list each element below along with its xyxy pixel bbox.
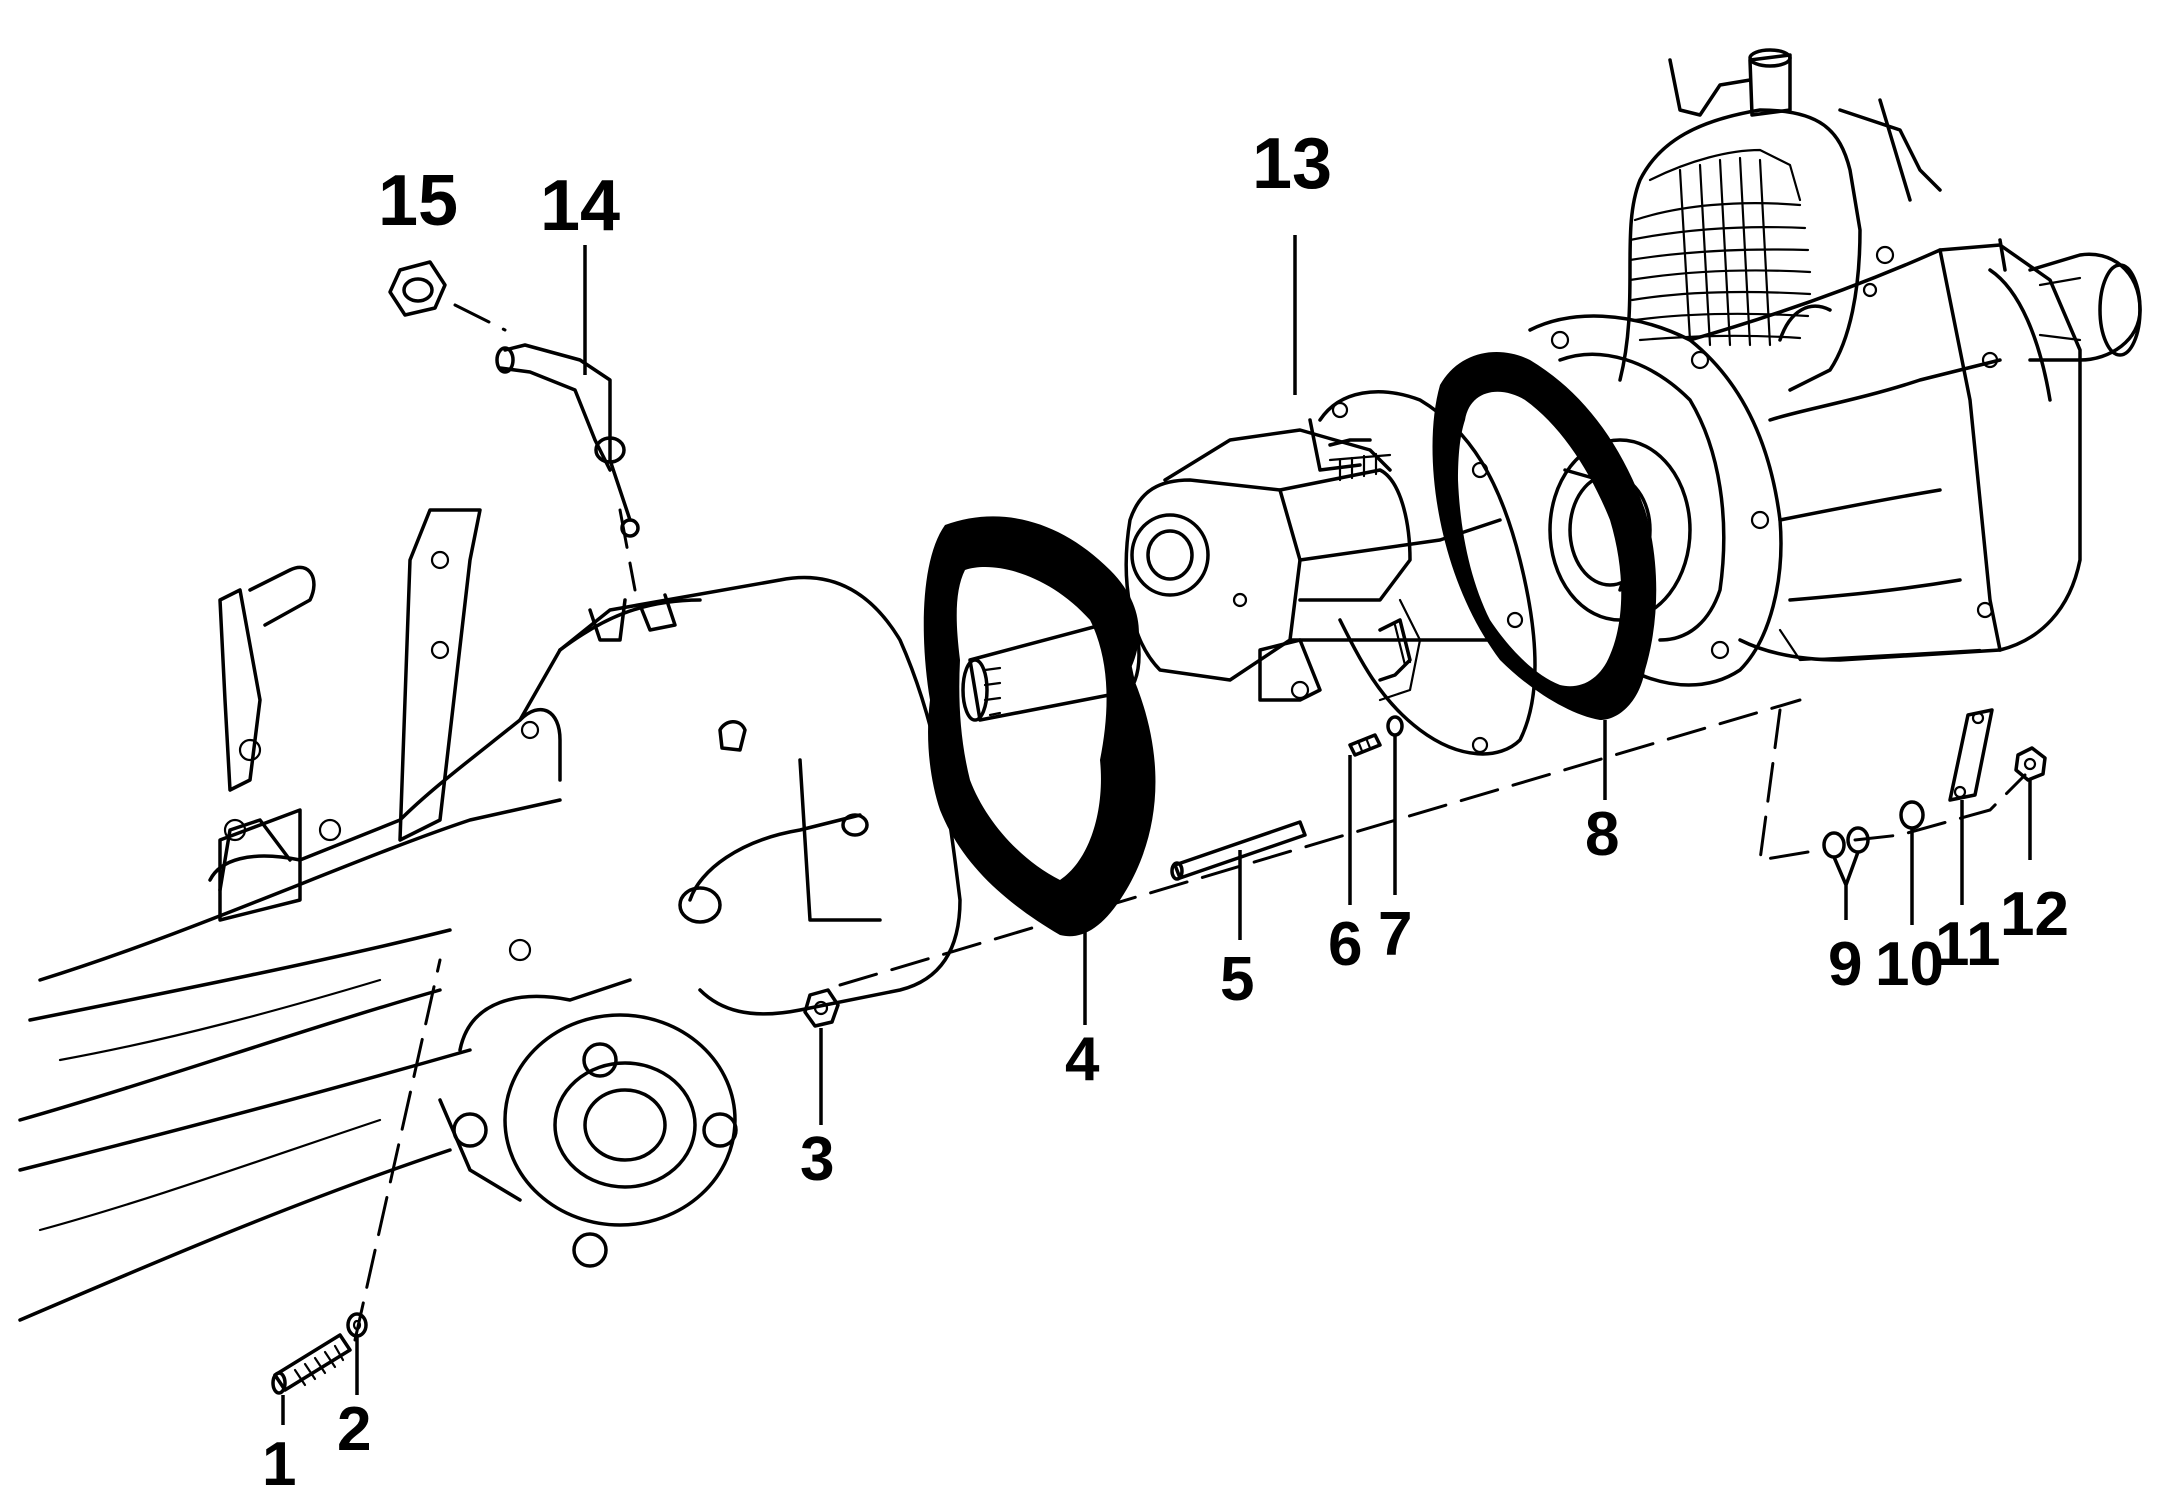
engine-block [1528, 48, 2142, 687]
part-6-stud [1348, 733, 1382, 757]
callout-11: 11 [1935, 910, 2001, 979]
callout-7: 7 [1378, 900, 1412, 969]
callout-2: 2 [337, 1395, 371, 1464]
part-5-stud [1170, 820, 1307, 881]
callout-3: 3 [800, 1125, 834, 1194]
callout-12: 12 [2000, 880, 2069, 949]
leader-lines [281, 235, 2032, 1425]
gearbox-housing [518, 575, 962, 1016]
callout-4: 4 [1065, 1025, 1100, 1094]
part-15-nut [388, 260, 447, 317]
callout-5: 5 [1220, 945, 1254, 1014]
part-10-washer [1899, 800, 1925, 830]
callout-1: 1 [262, 1430, 296, 1499]
part-14-lever [495, 343, 640, 538]
assembly-lines [353, 303, 2027, 1342]
callout-13: 13 [1252, 124, 1332, 204]
callout-8: 8 [1585, 800, 1619, 869]
part-13-pto-unit [961, 390, 1537, 756]
callout-10: 10 [1875, 930, 1944, 999]
part-3-nut [803, 988, 840, 1028]
callout-14: 14 [540, 166, 620, 246]
axle-housing [18, 598, 702, 1322]
part-1-stud [271, 1333, 352, 1395]
part-2-washer [346, 1312, 368, 1338]
part-11-plate [1948, 708, 1994, 802]
callout-15: 15 [378, 161, 458, 241]
part-8-gasket [1432, 352, 1657, 720]
part-4-gasket [923, 516, 1156, 937]
callout-labels: 1 2 3 4 5 6 7 8 9 10 11 12 13 14 15 [262, 124, 2069, 1499]
callout-9: 9 [1828, 930, 1862, 999]
part-12-nut [2014, 746, 2047, 782]
part-7-washer [1386, 715, 1404, 737]
part-9-washers [1822, 826, 1870, 859]
axle-flange [438, 938, 738, 1268]
shift-levers [218, 508, 482, 922]
callout-6: 6 [1328, 910, 1362, 979]
